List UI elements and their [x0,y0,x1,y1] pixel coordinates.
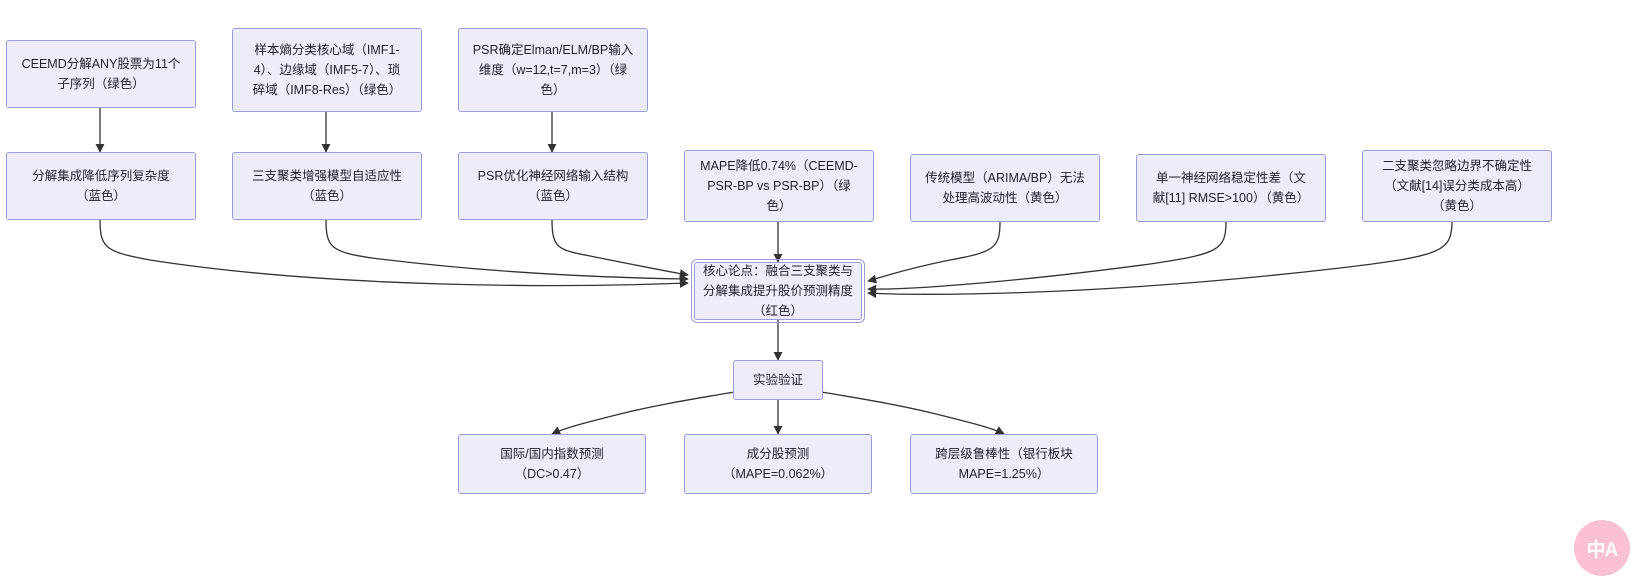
node-label: 成分股预测 （MAPE=0.062%） [722,446,834,481]
node-label: CEEMD分解ANY股票为11个 子序列（绿色） [21,56,181,91]
node-three-way-clustering-adaptive[interactable]: 三支聚类增强模型自适应性 （蓝色） [232,152,422,220]
node-ceemd-decompose[interactable]: CEEMD分解ANY股票为11个 子序列（绿色） [6,40,196,108]
node-label: 单一神经网络稳定性差（文 献[11] RMSE>100）（黄色） [1152,170,1310,205]
node-label: PSR确定Elman/ELM/BP输入 维度（w=12,t=7,m=3）（绿 色… [472,42,634,98]
node-reduce-complexity[interactable]: 分解集成降低序列复杂度 （蓝色） [6,152,196,220]
node-label: 跨层级鲁棒性（银行板块 MAPE=1.25%） [935,446,1073,481]
edge-n10-core [867,221,1453,299]
node-index-forecast[interactable]: 国际/国内指数预测 （DC>0.47） [458,434,646,494]
node-experimental-validation[interactable]: 实验验证 [733,360,823,400]
node-label: 二支聚类忽略边界不确定性 （文献[14]误分类成本高） （黄色） [1381,158,1532,214]
node-core-thesis[interactable]: 核心论点：融合三支聚类与 分解集成提升股价预测精度 （红色） [691,259,865,323]
node-label: 分解集成降低序列复杂度 （蓝色） [32,168,170,203]
node-psr-input-dimension[interactable]: PSR确定Elman/ELM/BP输入 维度（w=12,t=7,m=3）（绿 色… [458,28,648,112]
node-label: 核心论点：融合三支聚类与 分解集成提升股价预测精度 （红色） [703,263,854,319]
node-traditional-model-limitation[interactable]: 传统模型（ARIMA/BP）无法 处理高波动性（黄色） [910,154,1100,222]
edge-n11-n12 [551,391,735,435]
edge-n6-core [551,219,689,279]
node-sample-entropy-classify[interactable]: 样本熵分类核心域（IMF1- 4）、边缘域（IMF5-7）、琐 碎域（IMF8-… [232,28,422,112]
node-label: 样本熵分类核心域（IMF1- 4）、边缘域（IMF5-7）、琐 碎域（IMF8-… [252,42,402,98]
node-label: 国际/国内指数预测 （DC>0.47） [500,446,604,481]
node-single-nn-instability[interactable]: 单一神经网络稳定性差（文 献[11] RMSE>100）（黄色） [1136,154,1326,222]
node-label: 三支聚类增强模型自适应性 （蓝色） [251,168,402,203]
node-psr-optimize-nn-input[interactable]: PSR优化神经网络输入结构 （蓝色） [458,152,648,220]
node-mape-reduction[interactable]: MAPE降低0.74%（CEEMD- PSR-BP vs PSR-BP）（绿 色… [684,150,874,222]
node-constituent-stock-forecast[interactable]: 成分股预测 （MAPE=0.062%） [684,434,872,494]
edge-n4-core [99,219,689,288]
edge-n9-core [867,221,1227,294]
node-label: MAPE降低0.74%（CEEMD- PSR-BP vs PSR-BP）（绿 色… [700,158,858,214]
edge-n11-n14 [821,391,1005,435]
node-label: 传统模型（ARIMA/BP）无法 处理高波动性（黄色） [925,170,1085,205]
node-two-way-clustering-boundary[interactable]: 二支聚类忽略边界不确定性 （文献[14]误分类成本高） （黄色） [1362,150,1552,222]
edge-n8-core [867,221,1001,284]
node-label: 实验验证 [752,372,803,387]
node-label: PSR优化神经网络输入结构 （蓝色） [477,168,629,203]
edge-n5-core [325,219,689,284]
watermark-text: 中A [1586,539,1619,561]
watermark-badge: 中A [1574,520,1630,576]
node-cross-level-robustness[interactable]: 跨层级鲁棒性（银行板块 MAPE=1.25%） [910,434,1098,494]
